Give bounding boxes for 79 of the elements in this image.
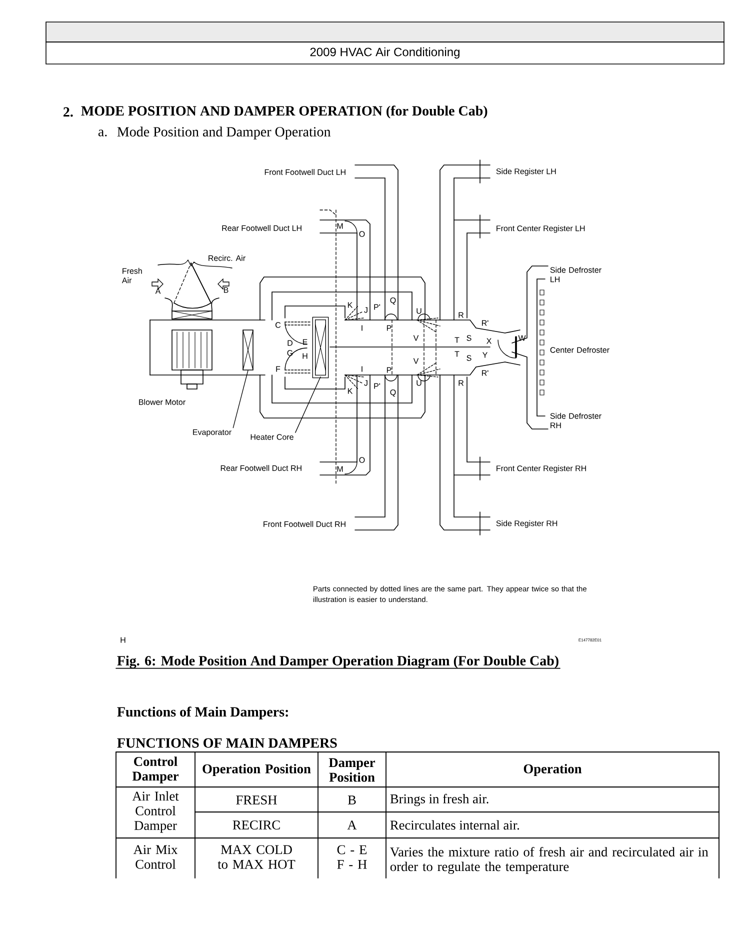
leader-line xyxy=(295,376,321,433)
damper-letter: T xyxy=(454,351,460,357)
column-header: Operation xyxy=(524,764,582,776)
damper-letter: X xyxy=(486,338,492,344)
column-header: Control Damper xyxy=(132,756,179,784)
view-letter: H xyxy=(120,637,126,643)
list-number: 2. xyxy=(64,107,73,117)
list-number: a. xyxy=(98,130,107,136)
damper-letter: W xyxy=(518,335,526,341)
damper-letter: S xyxy=(466,335,472,341)
column-header: Damper Position xyxy=(328,758,376,782)
damper-letter: V xyxy=(413,358,419,364)
damper-letter: O xyxy=(359,457,365,463)
part-label: Side Defroster RH xyxy=(550,412,602,428)
damper-letter: R xyxy=(458,380,464,386)
part-label: Heater Core xyxy=(250,434,294,440)
damper-letter: R' xyxy=(482,320,488,326)
damper-letter: M xyxy=(337,223,343,229)
damper-letter: U xyxy=(416,380,422,386)
damper-letter: S xyxy=(466,355,472,361)
column-header: Operation Position xyxy=(202,764,311,776)
damper-letter: R xyxy=(458,312,464,318)
damper-letter: M xyxy=(337,466,343,472)
damper-letter: U xyxy=(416,308,422,314)
damper-letter: Q xyxy=(390,389,396,397)
damper-letter: P' xyxy=(374,383,380,389)
damper-letter: R' xyxy=(482,370,488,376)
damper-letter: V xyxy=(413,335,419,341)
damper-letter: O xyxy=(359,231,365,237)
part-label: Fresh Air xyxy=(122,268,142,284)
part-label: Side Register LH xyxy=(496,168,556,176)
part-label: Front Footwell Duct RH xyxy=(264,521,346,527)
damper-letter: B xyxy=(224,287,228,293)
table-cell: C - E F - H xyxy=(337,845,367,869)
evaporator-core xyxy=(242,330,254,370)
damper-letter: Y xyxy=(482,352,488,358)
table-cell: Recirculates internal air. xyxy=(390,820,520,830)
table-cell: A xyxy=(347,820,357,830)
part-label: Side Register RH xyxy=(496,520,558,528)
table-cell: FRESH xyxy=(236,796,277,804)
damper-letter: F xyxy=(276,366,280,372)
part-label: Blower Motor xyxy=(139,399,186,405)
damper-letter: P xyxy=(386,325,392,331)
heater-core xyxy=(312,316,329,378)
damper-letter: K xyxy=(348,302,353,308)
part-label: Rear Footwell Duct LH xyxy=(222,225,302,231)
damper-letter: K xyxy=(348,388,353,394)
section-heading: MODE POSITION AND DAMPER OPERATION (for Double Cab) xyxy=(81,106,488,118)
table-cell: RECIRC xyxy=(232,820,280,830)
part-label: Front Footwell Duct LH xyxy=(264,169,346,175)
damper-letter: D xyxy=(288,340,292,346)
part-label: Side Defroster LH xyxy=(550,266,602,282)
damper-letter: A xyxy=(155,288,161,294)
table-title: FUNCTIONS OF MAIN DAMPERS xyxy=(117,738,337,748)
part-label: Rear Footwell Duct RH xyxy=(220,465,302,471)
leader-line xyxy=(232,370,248,428)
part-label: Front Center Register LH xyxy=(496,225,585,233)
damper-letter: J xyxy=(364,307,368,313)
section-heading: Functions of Main Dampers: xyxy=(117,706,288,720)
part-label: Center Defroster xyxy=(550,346,610,353)
table-cell: Air Mix Control xyxy=(133,845,178,869)
damper-letter: Q xyxy=(390,297,396,305)
damper-letter: T xyxy=(454,337,460,343)
table-cell: Brings in fresh air. xyxy=(390,794,488,806)
table-cell: Varies the mixture ratio of fresh air and recirculated air in order to regulate the temperature xyxy=(390,846,708,874)
table-cell: B xyxy=(348,796,356,804)
part-label: Front Center Register RH xyxy=(496,465,586,473)
part-label: Evaporator xyxy=(193,429,232,437)
damper-letter: P xyxy=(386,367,392,373)
header-bar xyxy=(46,22,724,42)
table-cell: Air Inlet Control Damper xyxy=(132,791,179,833)
damper-letter: J xyxy=(364,380,368,386)
table-cell: MAX COLD to MAX HOT xyxy=(218,845,296,869)
figure-caption: Fig. 6: Mode Position And Damper Operation Diagram (For Double Cab) xyxy=(116,656,560,669)
damper-letter: C xyxy=(276,322,281,328)
subsection-heading: Mode Position and Damper Operation xyxy=(117,126,331,140)
part-label: Recirc. Air xyxy=(208,255,246,261)
damper-letter: P' xyxy=(374,304,380,310)
header-bar: 2009 HVAC Air Conditioning xyxy=(46,42,724,64)
